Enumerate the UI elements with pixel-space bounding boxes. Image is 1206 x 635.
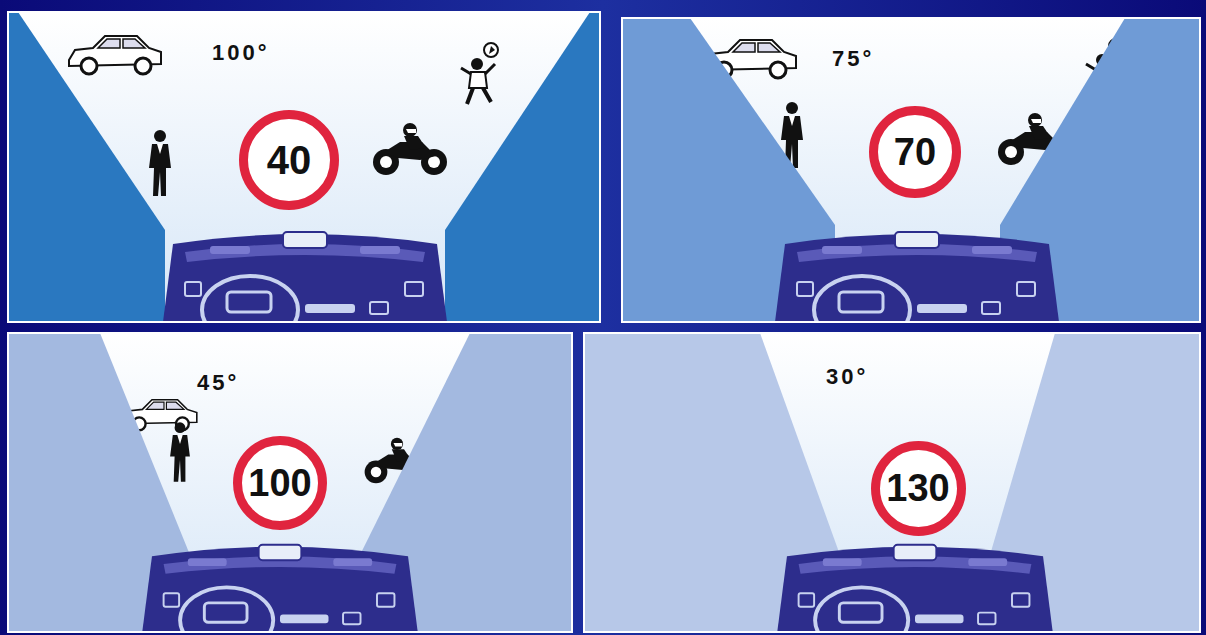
angle-label: 30° <box>826 364 868 390</box>
angle-label: 45° <box>197 370 239 396</box>
speed-limit-sign: 70 <box>869 106 961 198</box>
speed-number: 130 <box>886 467 949 510</box>
speed-limit-sign: 40 <box>239 110 339 210</box>
speed-limit-sign: 130 <box>871 441 966 536</box>
speed-number: 40 <box>267 138 312 183</box>
speed-number: 100 <box>248 462 311 505</box>
angle-label: 75° <box>832 46 874 72</box>
speed-number: 70 <box>894 131 936 174</box>
angle-label: 100° <box>212 40 270 66</box>
speed-limit-sign: 100 <box>233 436 327 530</box>
